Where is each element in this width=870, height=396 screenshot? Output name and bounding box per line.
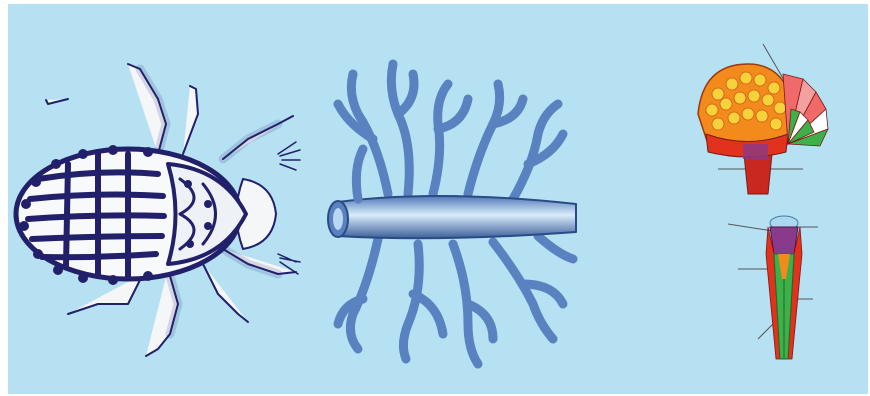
compound-eye-icon (698, 44, 828, 194)
beetle-larva-icon (16, 64, 300, 356)
ommatidium-illustration (718, 209, 838, 369)
branching-tube-icon (328, 64, 576, 364)
figure-background (8, 4, 868, 394)
insect-larva-illustration (8, 4, 318, 394)
compound-eye-illustration (688, 34, 838, 204)
tracheal-tube-illustration (318, 4, 588, 394)
ommatidium-icon (728, 216, 818, 359)
